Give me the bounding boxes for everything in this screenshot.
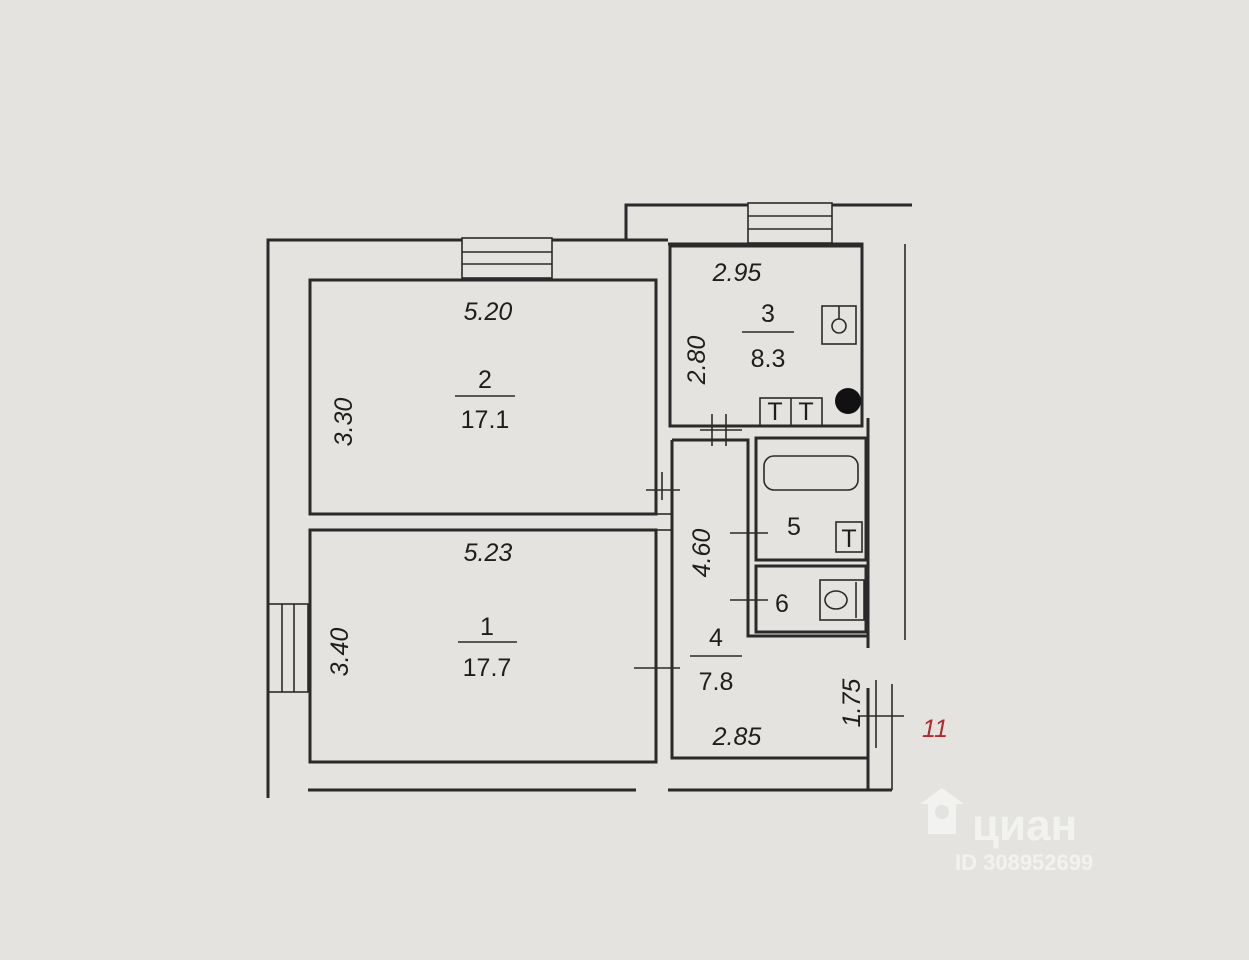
window-room-3	[747, 202, 833, 244]
watermark-id: ID 308952699	[955, 850, 1093, 875]
room-4-extra-width: 1.75	[838, 679, 866, 728]
svg-text:T: T	[767, 398, 782, 426]
outer-walls	[266, 203, 912, 798]
window-room-1	[267, 603, 309, 693]
room-6-outline	[754, 564, 868, 634]
svg-text:T: T	[798, 398, 813, 426]
room-2-width: 3.30	[330, 398, 358, 447]
room-3-area: 8.3	[751, 345, 786, 373]
room-2-number: 2	[478, 366, 492, 394]
cian-logo-icon	[920, 788, 964, 834]
svg-text:T: T	[841, 525, 856, 553]
room-1-area: 17.7	[463, 654, 512, 682]
bathtub-icon	[763, 455, 859, 491]
toilet-icon	[819, 579, 865, 621]
room-3-number: 3	[761, 300, 775, 328]
room-5-outline	[754, 436, 868, 562]
room-2-outline	[308, 278, 658, 516]
room-1-number: 1	[480, 613, 494, 641]
room-4-outline	[672, 438, 868, 638]
room-4-length: 2.85	[712, 723, 762, 751]
room-3-width: 2.80	[683, 336, 711, 386]
room-5-number: 5	[787, 513, 801, 541]
room-1-length: 5.23	[464, 539, 513, 567]
bathroom-sink-icon: T	[835, 521, 863, 553]
room-2-area: 17.1	[461, 406, 510, 434]
room-4-number: 4	[709, 624, 723, 652]
room-2-length: 5.20	[464, 298, 513, 326]
room-6-number: 6	[775, 590, 789, 618]
sink-room-3	[821, 305, 857, 345]
unit-number: 11	[922, 715, 948, 743]
window-room-2	[461, 237, 553, 279]
stove-icon: T T	[759, 397, 823, 427]
room-1-width: 3.40	[326, 628, 354, 677]
boiler-icon	[835, 388, 861, 414]
watermark-brand: циан	[972, 801, 1077, 850]
watermark: циан ID 308952699	[920, 788, 1093, 875]
room-4-width: 4.60	[688, 529, 716, 578]
room-4-area: 7.8	[699, 668, 734, 696]
room-1-outline	[308, 528, 658, 764]
room-3-length: 2.95	[712, 259, 762, 287]
door-ticks	[634, 414, 904, 748]
